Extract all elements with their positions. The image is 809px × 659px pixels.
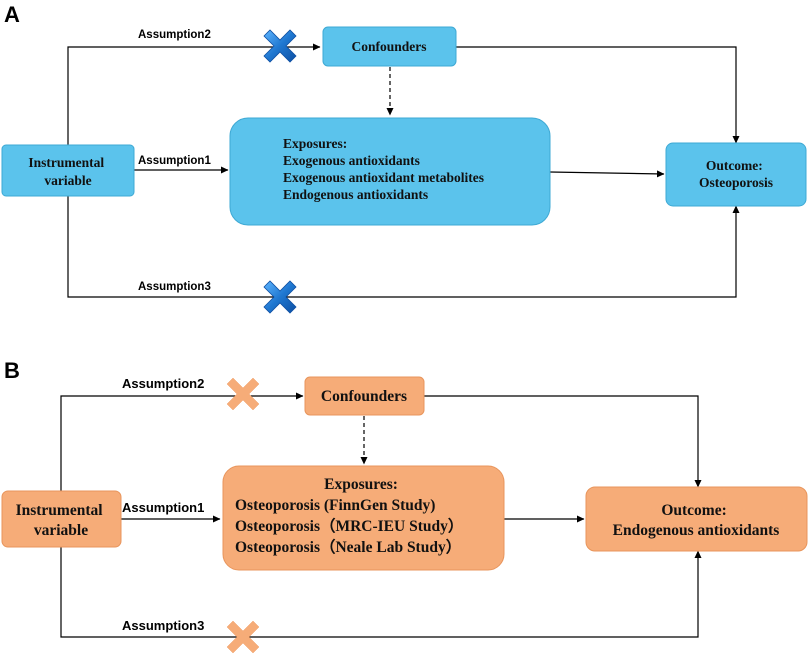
node-confounders: Confounders <box>322 26 457 67</box>
edge-assumption2 <box>60 392 304 491</box>
node-line: Exogenous antioxidant metabolites <box>283 170 484 185</box>
node-line: Exposures: <box>324 476 398 493</box>
node-line: Endogenous antioxidants <box>283 187 428 202</box>
node-line: Osteoporosis (FinnGen Study) <box>235 497 435 514</box>
svg-text:Instrumental variable: Instrumental variable <box>28 155 107 188</box>
node-line: variable <box>44 173 91 188</box>
svg-text:Outcome: Endogenous an: Outcome: Endogenous antioxidants <box>613 502 780 539</box>
assumption1-label: Assumption1 <box>122 500 204 515</box>
assumption3-label: Assumption3 <box>138 281 211 293</box>
node-instrumental-variable: Instrumental variable <box>1 490 122 548</box>
edge-confounders-outcome <box>424 395 702 488</box>
svg-text:Outcome: Osteoporosis: Outcome: Osteoporosis <box>699 158 773 190</box>
node-outcome: Outcome: Osteoporosis <box>665 142 807 207</box>
assumption1-label: Assumption1 <box>138 155 211 167</box>
node-line: Outcome: <box>706 158 763 173</box>
node-line: Osteoporosis <box>699 175 773 190</box>
panel-a: A Assumption2 Assumption1 Assumption3 In… <box>1 2 807 314</box>
panel-b-label: B <box>4 358 20 383</box>
blue-cross-icon <box>263 29 297 63</box>
node-line: Outcome: <box>661 502 726 519</box>
node-outcome: Outcome: Endogenous antioxidants <box>585 486 808 552</box>
panel-b-edges <box>60 392 702 638</box>
panel-b: B Assumption2 Assumption1 Assumption3 In… <box>1 358 808 654</box>
node-line: Confounders <box>351 39 426 54</box>
assumption2-label: Assumption2 <box>122 376 204 391</box>
svg-text:Exposures: Exogenous a: Exposures: Exogenous antioxidants Exogen… <box>283 136 487 202</box>
node-instrumental-variable: Instrumental variable <box>1 144 135 197</box>
node-exposures: Exposures: Osteoporosis (FinnGen Study) … <box>222 465 505 571</box>
edge-assumption2 <box>67 43 321 145</box>
node-line: Exogenous antioxidants <box>283 153 420 168</box>
node-line: Instrumental <box>28 155 104 170</box>
svg-text:Instrumental variable: Instrumental variable <box>16 502 107 539</box>
node-exposures: Exposures: Exogenous antioxidants Exogen… <box>229 117 551 226</box>
panel-a-label: A <box>4 2 20 27</box>
node-line: Confounders <box>321 388 407 405</box>
orange-cross-icon <box>226 377 260 411</box>
edge-assumption3 <box>60 547 702 638</box>
node-line: Endogenous antioxidants <box>613 522 780 539</box>
node-line: Instrumental <box>16 502 104 519</box>
svg-text:Confounders: Confounders <box>321 388 407 405</box>
node-line: Osteoporosis（Neale Lab Study） <box>235 538 461 556</box>
panel-a-edges <box>67 43 740 298</box>
edge-confounders-outcome <box>456 46 740 144</box>
assumption3-label: Assumption3 <box>122 618 204 633</box>
node-line: Osteoporosis（MRC-IEU Study） <box>235 517 463 535</box>
edge-exposures-outcome <box>549 170 665 178</box>
node-line: Exposures: <box>283 136 347 151</box>
svg-text:Confounders: Confounders <box>351 39 426 54</box>
edge-assumption3 <box>67 196 740 298</box>
node-line: variable <box>34 522 88 539</box>
assumption2-label: Assumption2 <box>138 29 211 41</box>
svg-text:Exposures: Osteoporosi: Exposures: Osteoporosis (FinnGen Study) … <box>235 476 467 556</box>
node-confounders: Confounders <box>304 376 425 416</box>
